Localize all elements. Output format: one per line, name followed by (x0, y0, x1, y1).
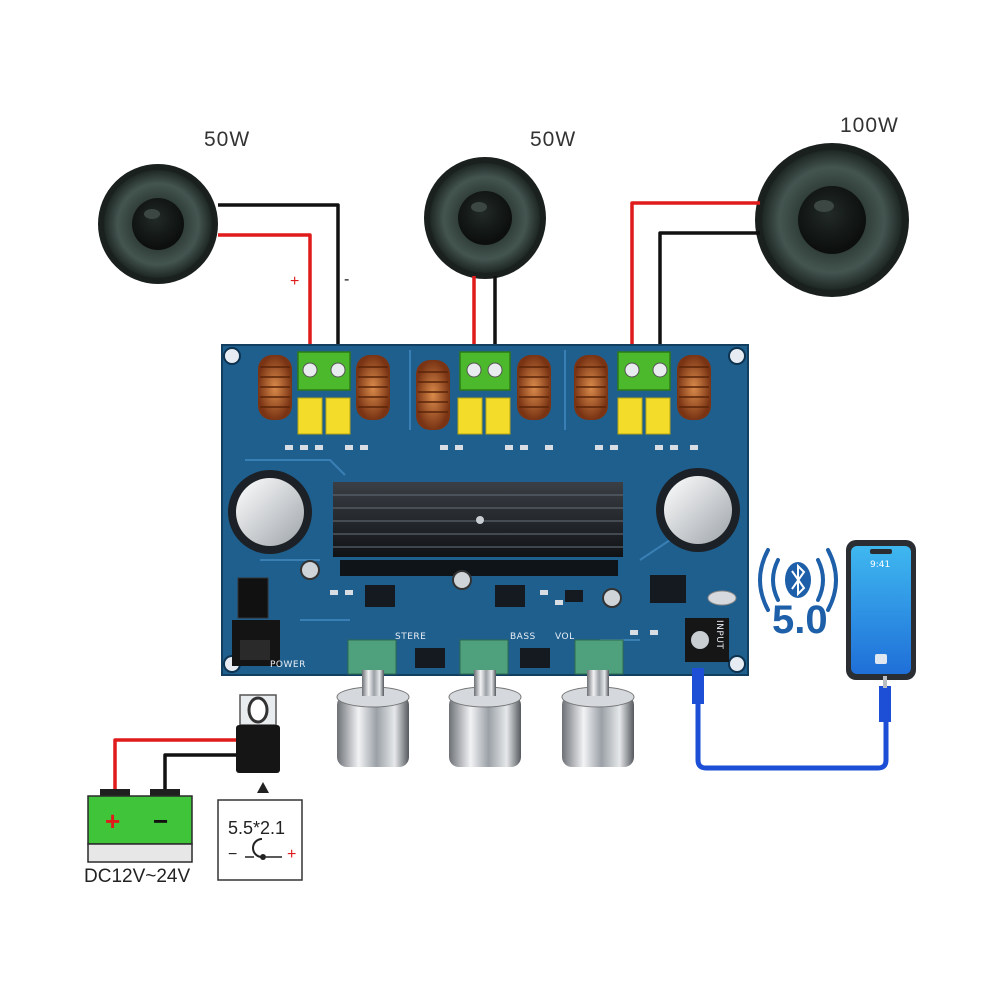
output-stage-center (416, 351, 551, 435)
wire-right-negative (658, 231, 760, 364)
bluetooth-signal (758, 548, 838, 612)
board-label-vol: VOL (555, 632, 575, 642)
wire-left-negative (218, 203, 340, 364)
speaker-center (424, 157, 546, 279)
dc-plug (236, 694, 280, 773)
board-label-stereo: STERE (395, 632, 427, 642)
speaker-left-power-label: 50W (204, 128, 251, 151)
ic-chips (365, 575, 686, 668)
knob-bass[interactable] (448, 670, 522, 767)
battery (87, 789, 193, 863)
amplifier-board (221, 344, 749, 676)
wire-left-positive (218, 233, 312, 364)
smd-components (285, 445, 698, 635)
wire-power-negative (163, 753, 238, 795)
battery-minus-label: − (153, 806, 169, 836)
knob-treble[interactable] (336, 670, 410, 767)
jack-size-label: 5.5*2.1 (228, 818, 286, 838)
bluetooth-version-label: 5.0 (772, 598, 828, 642)
capacitor-left (228, 470, 312, 554)
heatsink (333, 482, 623, 576)
phone-time: 9:41 (870, 560, 891, 570)
board-dc-jack (232, 577, 280, 666)
jack-minus-label: − (228, 846, 238, 863)
speaker-right (755, 143, 909, 297)
speaker-left (98, 164, 218, 284)
positive-terminal-label: + (290, 273, 300, 290)
output-stage-left (258, 351, 390, 435)
board-label-input: INPUT (714, 620, 724, 650)
power-wires (113, 738, 238, 795)
speaker-right-power-label: 100W (840, 114, 899, 137)
knob-volume[interactable] (561, 670, 635, 767)
battery-plus-label: + (105, 806, 121, 836)
audio-input-jack (685, 618, 729, 662)
jack-size-box (217, 799, 303, 881)
voltage-label: DC12V~24V (84, 866, 191, 887)
jack-plus-label: + (287, 846, 297, 863)
board-label-bass: BASS (510, 632, 536, 642)
speaker-center-power-label: 50W (530, 128, 577, 151)
wire-power-positive (113, 738, 238, 795)
capacitor-right (656, 468, 740, 552)
negative-terminal-label: - (344, 271, 350, 288)
arrow-up-icon (257, 782, 269, 793)
aux-cable (692, 668, 891, 771)
output-stage-right (574, 351, 711, 435)
smartphone (846, 540, 916, 680)
wire-right-positive (630, 201, 760, 364)
board-label-power: POWER (270, 660, 306, 670)
